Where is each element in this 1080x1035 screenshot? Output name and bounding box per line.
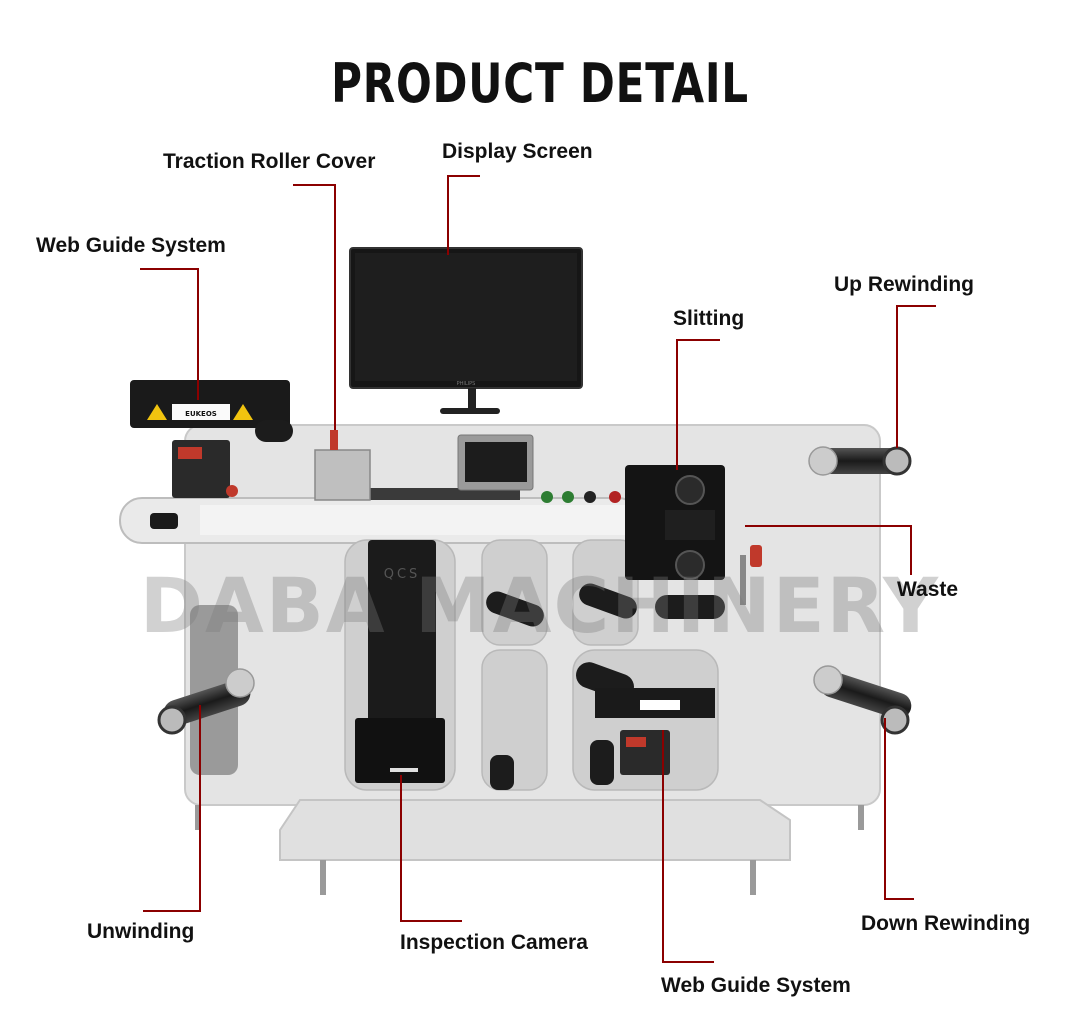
watermark: DABA MACHINERY [140, 561, 940, 650]
down-rewinding-shaft [813, 665, 912, 735]
machine-feet [195, 805, 864, 895]
label-web-guide-bottom: Web Guide System [661, 974, 851, 997]
label-traction-roller-cover: Traction Roller Cover [163, 150, 376, 173]
leader-lines [140, 175, 936, 963]
leader-inspection-camera [400, 775, 462, 922]
inspection-logo: QCS [384, 567, 421, 582]
label-waste: Waste [897, 578, 959, 601]
leader-web-guide-top [140, 268, 199, 400]
waste-lever [740, 545, 762, 605]
hmi-panel [457, 434, 621, 503]
inspection-camera-unit: QCS [355, 540, 445, 783]
label-down-rewinding: Down Rewinding [861, 912, 1031, 935]
leader-slitting [676, 339, 720, 470]
lower-web-guide-unit [595, 688, 715, 775]
leader-unwinding [143, 705, 201, 912]
leader-display-screen [447, 175, 480, 255]
label-web-guide-top: Web Guide System [36, 234, 226, 257]
display-monitor: PHILIPS [349, 247, 583, 414]
upper-web-guide-unit: EUKEOS [130, 380, 293, 498]
leader-waste [745, 525, 912, 575]
slitting-unit [625, 465, 725, 580]
monitor-brand: PHILIPS [457, 381, 476, 387]
leader-up-rewinding [896, 305, 936, 448]
leader-web-guide-bottom [662, 730, 714, 963]
label-unwinding: Unwinding [87, 920, 195, 943]
label-slitting: Slitting [673, 307, 745, 330]
unwinding-shaft [157, 668, 255, 735]
leader-down-rewinding [884, 718, 914, 900]
upper-unit-brand: EUKEOS [185, 410, 217, 418]
label-display-screen: Display Screen [442, 140, 593, 163]
label-inspection-camera: Inspection Camera [400, 931, 588, 954]
leader-traction-roller-cover [293, 184, 336, 430]
label-up-rewinding: Up Rewinding [834, 273, 974, 296]
traction-roller-cover [314, 430, 371, 501]
page-title: PRODUCT DETAIL [331, 52, 749, 115]
up-rewinding-shaft [808, 446, 912, 476]
